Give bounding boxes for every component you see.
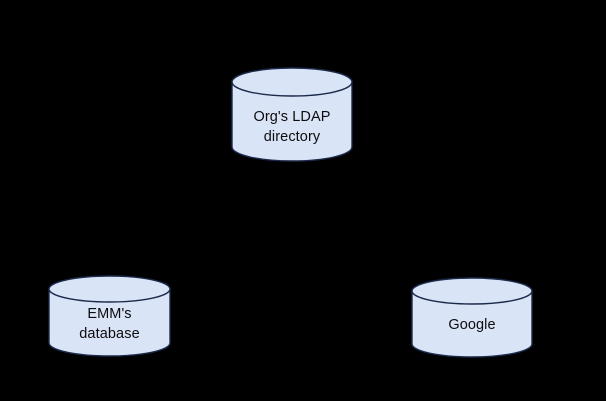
database-cylinder-icon bbox=[231, 67, 353, 162]
database-cylinder-icon bbox=[411, 277, 533, 358]
node-google[interactable]: Google bbox=[411, 277, 533, 359]
node-emm-database[interactable]: EMM's database bbox=[48, 275, 171, 358]
node-org-ldap-directory[interactable]: Org's LDAP directory bbox=[231, 67, 353, 162]
database-cylinder-icon bbox=[48, 275, 171, 357]
